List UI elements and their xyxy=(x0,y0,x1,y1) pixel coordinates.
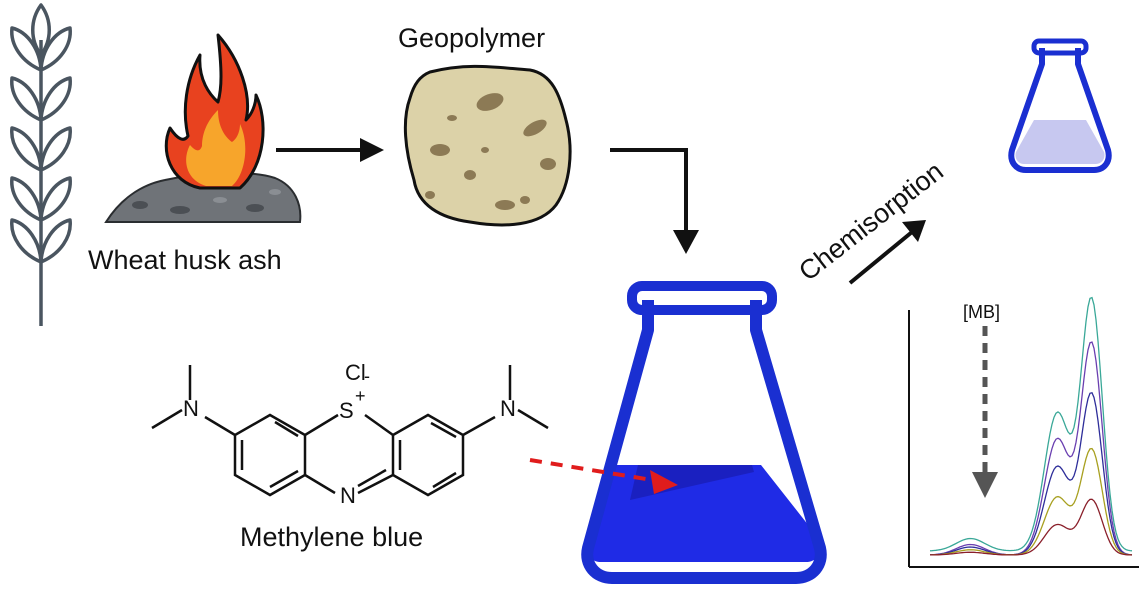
geopolymer-blob-icon xyxy=(403,64,572,227)
wheat-stalk-icon xyxy=(10,3,72,326)
sulfur-charge: + xyxy=(355,386,366,406)
methylene-blue-label: Methylene blue xyxy=(240,522,423,552)
methylene-blue-structure xyxy=(151,365,549,497)
sulfur-atom: S xyxy=(339,398,354,423)
geopolymer-label: Geopolymer xyxy=(398,23,545,53)
wheat-husk-ash-label: Wheat husk ash xyxy=(88,245,282,275)
chloride-ion: Cl xyxy=(345,360,366,385)
arrow-to-geopolymer-head xyxy=(360,138,384,162)
arrow-to-flask-head xyxy=(673,230,699,254)
right-nitrogen-atom: N xyxy=(500,396,516,421)
spectrum-curve-5 xyxy=(930,498,1133,556)
chemisorption-arrow xyxy=(848,230,914,285)
spectrum-curve-4 xyxy=(930,447,1133,556)
left-nitrogen-atom: N xyxy=(183,396,199,421)
spectrum-curve-1 xyxy=(929,296,1133,552)
chloride-charge: - xyxy=(364,366,370,386)
dye-addition-arrow-head xyxy=(650,470,678,494)
fire-icon xyxy=(164,33,265,190)
spectrum-curve-3 xyxy=(929,392,1133,556)
mb-concentration-label: [MB] xyxy=(963,302,1000,322)
spectrum-curves xyxy=(929,296,1133,556)
spectrum-curve-2 xyxy=(929,341,1133,556)
concentration-trend-arrow-head xyxy=(972,472,998,498)
arrow-to-flask xyxy=(610,148,688,232)
treated-flask-icon xyxy=(1008,38,1112,173)
dye-flask-icon xyxy=(581,281,827,584)
ring-nitrogen-atom: N xyxy=(340,483,356,508)
chemisorption-arrow-head xyxy=(902,220,926,242)
spectrum-plot: [MB] xyxy=(908,296,1139,568)
